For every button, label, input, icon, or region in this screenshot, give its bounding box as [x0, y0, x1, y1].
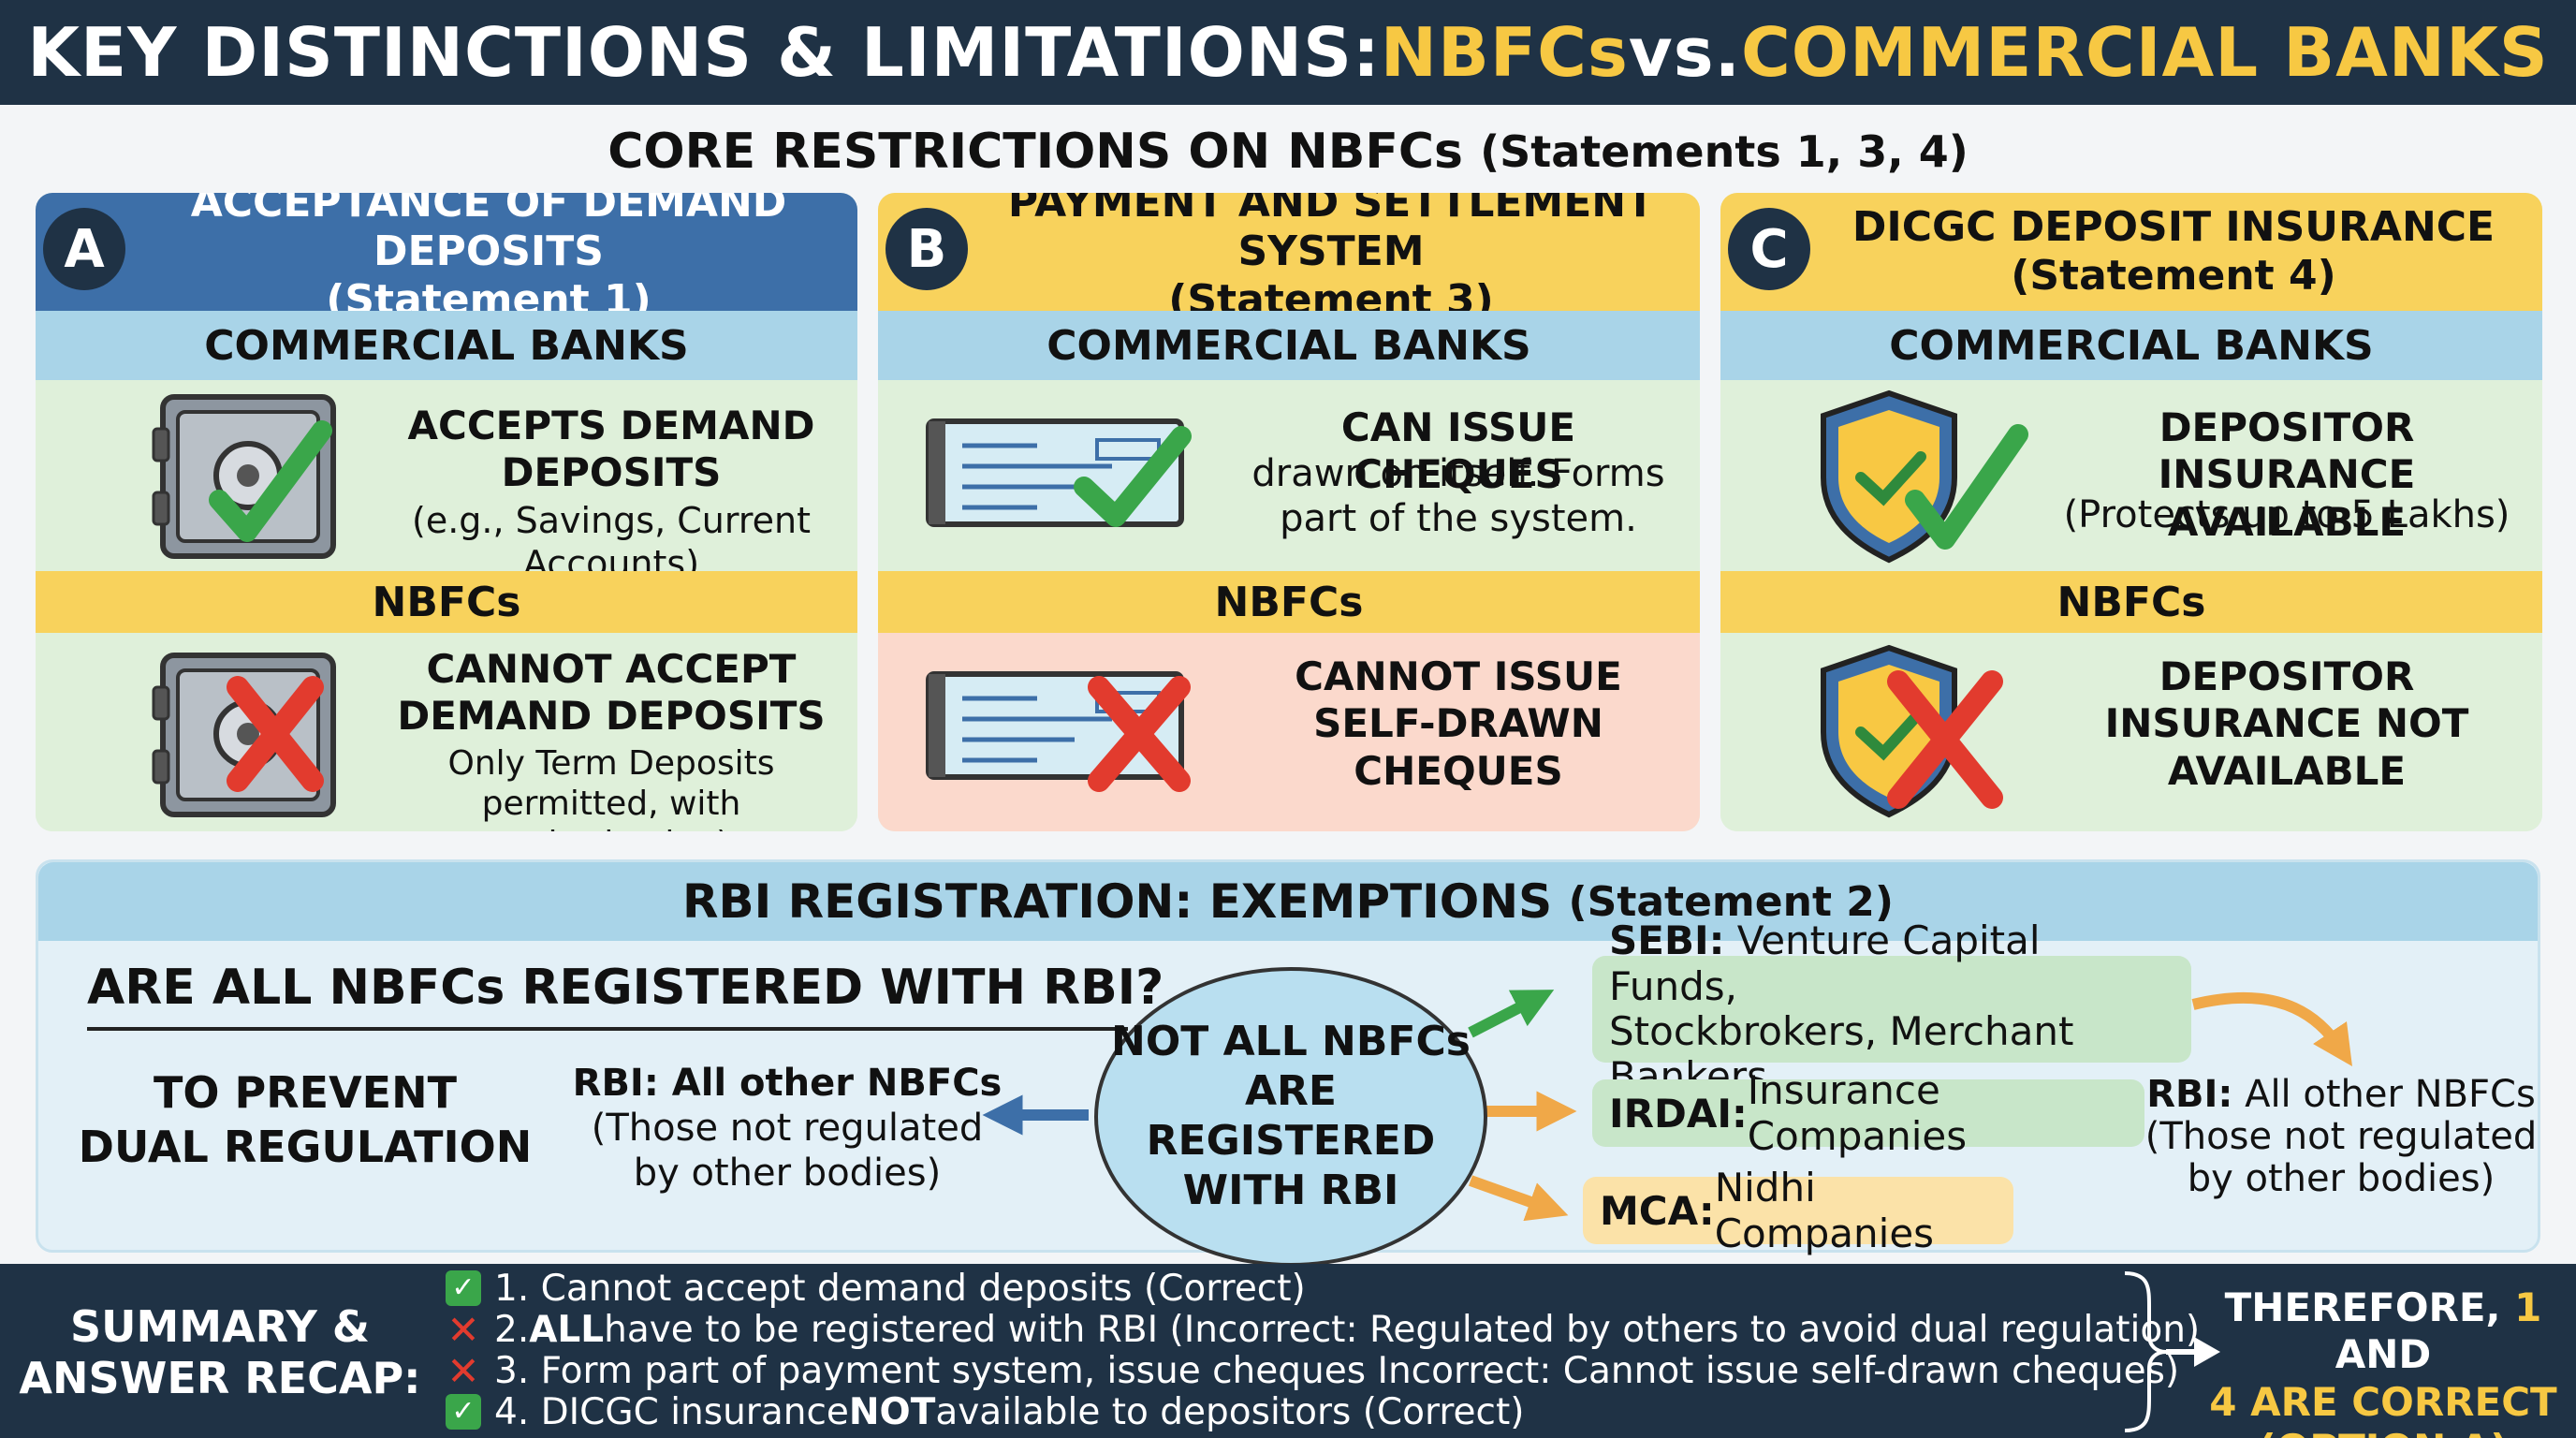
- title-highlight-nbfcs: NBFCs: [1380, 13, 1629, 92]
- shield-cross-icon: [1821, 644, 2003, 818]
- bank-section: CAN ISSUE CHEQUES drawn on itself. Forms…: [878, 380, 1700, 571]
- panel-title: ACCEPTANCE OF DEMAND DEPOSITS: [190, 193, 787, 276]
- sebi-box: SEBI: Venture Capital Funds,Stockbrokers…: [1592, 918, 2191, 1099]
- subtitle-main: CORE RESTRICTIONS ON NBFCs: [607, 124, 1464, 180]
- bank-label: COMMERCIAL BANKS: [1720, 311, 2542, 380]
- check-icon: ✓: [446, 1394, 481, 1430]
- page-title: KEY DISTINCTIONS & LIMITATIONS: NBFCs vs…: [0, 0, 2576, 105]
- summary-item-3: ✕3. Form part of payment system, issue c…: [446, 1347, 2180, 1394]
- title-vs: vs.: [1628, 13, 1741, 92]
- panel-header: PAYMENT AND SETTLEMENT SYSTEM(Statement …: [878, 193, 1700, 324]
- bank-label: COMMERCIAL BANKS: [878, 311, 1700, 380]
- arrow-to-rbi-right: [2191, 991, 2352, 1066]
- arrow-to-sebi: [1468, 990, 1555, 1038]
- cheque-cross-icon: [926, 671, 1191, 792]
- bank-statement: CAN ISSUE CHEQUES: [1340, 404, 1576, 498]
- conclusion: THEREFORE, 1 AND 4 ARE CORRECT (OPTION A…: [2209, 1284, 2557, 1438]
- arrows-layer: [982, 990, 2352, 1222]
- subtitle-statements: (Statements 1, 3, 4): [1480, 126, 1969, 177]
- vault-cross-icon: [152, 653, 336, 817]
- panel-badge-a: A: [43, 208, 125, 290]
- bank-note: (Protects up to 5 Lakhs): [2063, 493, 2510, 536]
- panel-statement: (Statement 4): [2011, 252, 2336, 300]
- summary-item-1: ✓1. Cannot accept demand deposits (Corre…: [446, 1268, 1306, 1310]
- section-subtitle: CORE RESTRICTIONS ON NBFCs (Statements 1…: [0, 114, 2576, 189]
- title-highlight-banks: COMMERCIAL BANKS: [1740, 13, 2549, 92]
- registration-question: ARE ALL NBFCs REGISTERED WITH RBI?: [87, 960, 1164, 1016]
- panel-title: PAYMENT AND SETTLEMENT SYSTEM: [1007, 193, 1655, 276]
- question-underline: [87, 1027, 1128, 1031]
- mca-box: MCA: Nidhi Companies: [1583, 1165, 2013, 1256]
- shield-icon: [1821, 389, 2028, 564]
- rbi-left-note: RBI: All other NBFCs (Those not regulate…: [572, 1062, 1003, 1195]
- summary-label: SUMMARY &ANSWER RECAP:: [19, 1301, 421, 1404]
- cross-icon: ✕: [446, 1347, 480, 1394]
- nbfc-label: NBFCs: [1720, 571, 2542, 633]
- nbfc-label: NBFCs: [878, 571, 1700, 633]
- registration-section: RBI REGISTRATION: EXEMPTIONS (Statement …: [36, 859, 2540, 1267]
- cross-icon: ✕: [446, 1306, 480, 1353]
- panel-deposit-insurance: DICGC DEPOSIT INSURANCE(Statement 4) C C…: [1720, 193, 2542, 831]
- panel-header: DICGC DEPOSIT INSURANCE(Statement 4): [1720, 193, 2542, 311]
- title-text: KEY DISTINCTIONS & LIMITATIONS:: [27, 13, 1381, 92]
- registration-header: RBI REGISTRATION: EXEMPTIONS (Statement …: [38, 862, 2538, 941]
- brace-arrow-icon: [2124, 1271, 2220, 1432]
- check-icon: ✓: [446, 1270, 481, 1306]
- cheque-icon: [926, 418, 1192, 527]
- summary-item-2: ✕2. ALL have to be registered with RBI (…: [446, 1306, 2201, 1353]
- rbi-right-note: RBI: All other NBFCs (Those not regulate…: [2144, 1073, 2538, 1200]
- nbfc-label: NBFCs: [36, 571, 857, 633]
- vault-icon: [152, 394, 336, 559]
- irdai-box: IRDAI: Insurance Companies: [1592, 1067, 2144, 1159]
- bank-label: COMMERCIAL BANKS: [36, 311, 857, 380]
- summary-bar: SUMMARY &ANSWER RECAP: ✓1. Cannot accept…: [0, 1264, 2576, 1438]
- arrow-to-mca: [1468, 1175, 1569, 1222]
- panel-badge-b: B: [886, 208, 968, 290]
- panel-header: ACCEPTANCE OF DEMAND DEPOSITS(Statement …: [36, 193, 857, 324]
- summary-item-4: ✓4. DICGC insurance NOT available to dep…: [446, 1391, 1525, 1433]
- panel-payment-system: PAYMENT AND SETTLEMENT SYSTEM(Statement …: [878, 193, 1700, 831]
- panel-demand-deposits: ACCEPTANCE OF DEMAND DEPOSITS(Statement …: [36, 193, 857, 831]
- panel-badge-c: C: [1728, 208, 1810, 290]
- panel-title: DICGC DEPOSIT INSURANCE: [1852, 203, 2496, 252]
